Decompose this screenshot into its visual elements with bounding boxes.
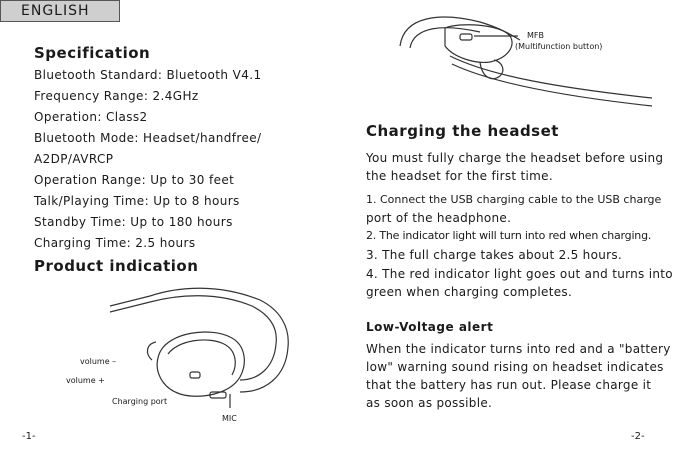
charging-intro-line: You must fully charge the headset before… bbox=[366, 151, 664, 165]
low-voltage-line: low" warning sound rising on headset ind… bbox=[366, 360, 664, 374]
spec-line: Bluetooth Standard: Bluetooth V4.1 bbox=[34, 68, 262, 82]
charging-step: green when charging completes. bbox=[366, 285, 573, 299]
spec-line: Bluetooth Mode: Headset/handfree/ bbox=[34, 131, 262, 145]
spec-line: Charging Time: 2.5 hours bbox=[34, 236, 196, 250]
page-number-left: -1- bbox=[22, 431, 36, 442]
spec-line: Standby Time: Up to 180 hours bbox=[34, 215, 233, 229]
low-voltage-line: as soon as possible. bbox=[366, 396, 493, 410]
charging-step: 4. The red indicator light goes out and … bbox=[366, 267, 673, 281]
spec-line: Operation: Class2 bbox=[34, 110, 148, 124]
mfb-label: MFB bbox=[527, 31, 544, 40]
mfb-diagram bbox=[399, 16, 653, 107]
low-voltage-title: Low-Voltage alert bbox=[366, 320, 494, 334]
spec-line: Frequency Range: 2.4GHz bbox=[34, 89, 199, 103]
mfb-sublabel: (Multifunction button) bbox=[515, 42, 603, 51]
headset-illustration bbox=[109, 287, 289, 408]
spec-line: A2DP/AVRCP bbox=[34, 152, 114, 166]
charging-intro-line: the headset for the first time. bbox=[366, 169, 553, 183]
low-voltage-line: that the battery has run out. Please cha… bbox=[366, 378, 652, 392]
label-volume-plus: volume + bbox=[66, 376, 105, 385]
charging-step: 1. Connect the USB charging cable to the… bbox=[366, 193, 662, 206]
low-voltage-line: When the indicator turns into red and a … bbox=[366, 342, 671, 356]
page-number-right: -2- bbox=[631, 431, 645, 442]
language-tab: ENGLISH bbox=[0, 0, 120, 22]
charging-step: 2. The indicator light will turn into re… bbox=[366, 229, 652, 242]
spec-line: Operation Range: Up to 30 feet bbox=[34, 173, 235, 187]
specification-title: Specification bbox=[34, 44, 151, 62]
charging-step: port of the headphone. bbox=[366, 211, 512, 225]
label-mic: MIC bbox=[222, 414, 237, 423]
label-volume-minus: volume – bbox=[80, 357, 117, 366]
spec-line: Talk/Playing Time: Up to 8 hours bbox=[34, 194, 240, 208]
charging-title: Charging the headset bbox=[366, 122, 559, 140]
charging-step: 3. The full charge takes about 2.5 hours… bbox=[366, 248, 623, 262]
label-charging-port: Charging port bbox=[112, 397, 168, 406]
product-indication-title: Product indication bbox=[34, 257, 199, 275]
